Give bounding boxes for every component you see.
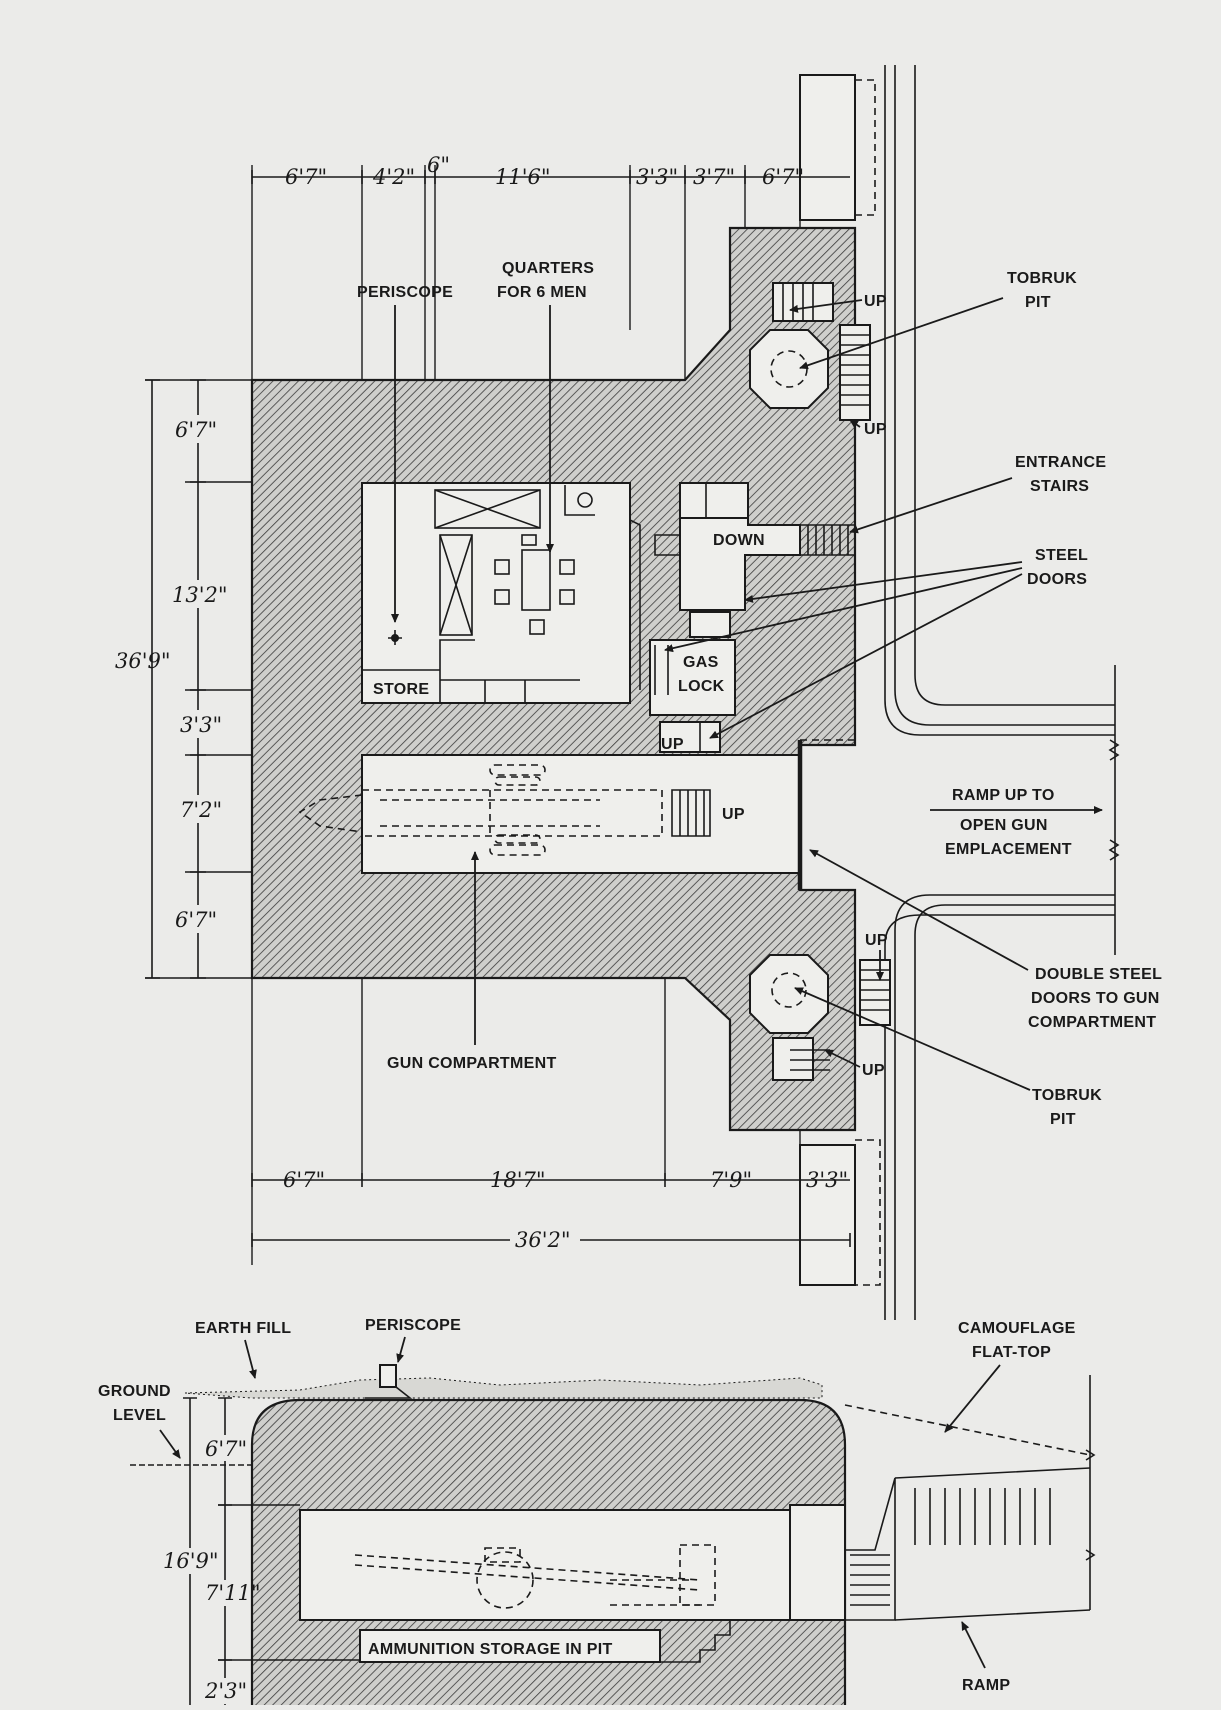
block-top: [799, 74, 856, 221]
dim-left-2: 13'2": [172, 583, 228, 607]
label-tobruk-top-1: TOBRUK: [1007, 270, 1077, 287]
dim-top-2: 4'2": [372, 165, 415, 189]
section-dim-1: 6'7": [205, 1437, 247, 1461]
label-up-1: UP: [864, 293, 887, 310]
dim-left-1: 6'7": [175, 418, 217, 442]
label-quarters-2: FOR 6 MEN: [497, 284, 587, 301]
label-ramp-2: OPEN GUN: [960, 817, 1048, 834]
label-gun-compartment: GUN COMPARTMENT: [387, 1055, 557, 1072]
dim-top-7: 6'7": [762, 165, 804, 189]
tobruk-pit-bottom: [749, 954, 891, 1081]
section-dim-3: 7'11": [205, 1581, 261, 1605]
label-camo-2: FLAT-TOP: [972, 1344, 1051, 1361]
dim-left-5: 6'7": [175, 908, 217, 932]
label-periscope: PERISCOPE: [357, 284, 453, 301]
periscope-section: [379, 1364, 397, 1388]
label-section-periscope: PERISCOPE: [365, 1317, 461, 1334]
label-double-2: DOORS TO GUN: [1031, 990, 1160, 1007]
label-double-3: COMPARTMENT: [1028, 1014, 1156, 1031]
section-view: 6'7" 16'9" 7'11" 2'3" EARTH FILL PERISCO…: [98, 1317, 1096, 1710]
gun-section: [354, 1544, 716, 1609]
earth-fill: [184, 1377, 823, 1399]
label-steel-1: STEEL: [1035, 547, 1088, 564]
dim-left-3: 3'3": [180, 713, 222, 737]
section-dimensions: 6'7" 16'9" 7'11" 2'3": [160, 1397, 360, 1710]
plan-bottom-dimensions: 6'7" 18'7" 7'9" 3'3" 36'2": [251, 1168, 851, 1253]
gas-lock-room: [649, 639, 736, 716]
quarters-room: [361, 482, 631, 704]
dim-bottom-3: 7'9": [710, 1168, 752, 1192]
label-ramp-1: RAMP UP TO: [952, 787, 1055, 804]
label-quarters-1: QUARTERS: [502, 260, 594, 277]
label-up-3: UP: [661, 736, 684, 753]
label-store: STORE: [373, 681, 429, 698]
label-earth-fill: EARTH FILL: [195, 1320, 291, 1337]
dim-top-1: 6'7": [285, 165, 327, 189]
plan-top-dimensions: 6'7" 4'2" 6" 11'6" 3'3" 3'7" 6'7": [251, 153, 850, 189]
section-dim-4: 2'3": [204, 1679, 247, 1703]
label-tobruk-bot-1: TOBRUK: [1032, 1087, 1102, 1104]
dim-top-5: 3'3": [636, 165, 678, 189]
label-down: DOWN: [713, 532, 765, 549]
gun-plan: [298, 764, 711, 856]
label-tobruk-bot-2: PIT: [1050, 1111, 1076, 1128]
section-gun-room: [299, 1509, 846, 1621]
label-steel-2: DOORS: [1027, 571, 1087, 588]
trench-walls: [799, 65, 1116, 1320]
plan-left-dimensions: 36'9" 6'7" 13'2" 3'3" 7'2" 6'7": [115, 379, 232, 979]
dim-top-3: 6": [427, 153, 450, 177]
dim-left-total: 36'9": [115, 649, 171, 673]
label-tobruk-top-2: PIT: [1025, 294, 1051, 311]
dim-bottom-4: 3'3": [806, 1168, 848, 1192]
plan-view: 6'7" 4'2" 6" 11'6" 3'3" 3'7" 6'7" 36'9" …: [115, 65, 1162, 1320]
dim-bottom-total: 36'2": [515, 1228, 571, 1252]
ammo-pit: [359, 1629, 661, 1663]
label-ammo: AMMUNITION STORAGE IN PIT: [368, 1641, 613, 1658]
entrance-stairs: [800, 524, 856, 556]
dim-top-6: 3'7": [693, 165, 735, 189]
label-up-6: UP: [862, 1062, 885, 1079]
label-gas-1: GAS: [683, 654, 719, 671]
label-up-5: UP: [865, 932, 888, 949]
block-bottom: [799, 1144, 856, 1286]
dim-bottom-1: 6'7": [283, 1168, 325, 1192]
plan-labels: PERISCOPE QUARTERS FOR 6 MEN TOBRUK PIT …: [357, 260, 1162, 1128]
dim-left-4: 7'2": [180, 798, 222, 822]
label-double-1: DOUBLE STEEL: [1035, 966, 1162, 983]
gun-compartment-room: [361, 754, 801, 874]
section-dim-2: 16'9": [163, 1549, 219, 1573]
label-ramp-3: EMPLACEMENT: [945, 841, 1072, 858]
label-ramp: RAMP: [962, 1677, 1010, 1694]
dim-top-4: 11'6": [495, 165, 551, 189]
section-labels: EARTH FILL PERISCOPE CAMOUFLAGE FLAT-TOP…: [98, 1317, 1076, 1694]
dim-bottom-2: 18'7": [490, 1168, 546, 1192]
label-gas-2: LOCK: [678, 678, 725, 695]
label-camo-1: CAMOUFLAGE: [958, 1320, 1076, 1337]
label-ground-1: GROUND: [98, 1383, 171, 1400]
ramp-section: [844, 1375, 1096, 1621]
tobruk-pit-top: [749, 282, 871, 421]
label-entrance-1: ENTRANCE: [1015, 454, 1106, 471]
label-ground-2: LEVEL: [113, 1407, 166, 1424]
label-up-2: UP: [864, 421, 887, 438]
label-entrance-2: STAIRS: [1030, 478, 1089, 495]
label-up-4: UP: [722, 806, 745, 823]
periscope-marker: [391, 634, 399, 642]
